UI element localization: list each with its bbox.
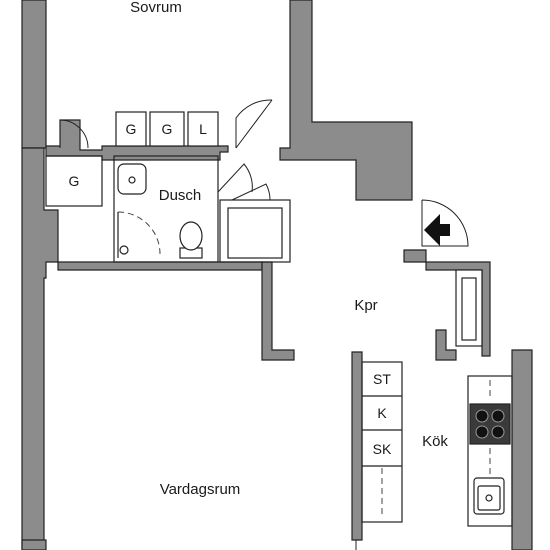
room-label-sovrum: Sovrum xyxy=(130,0,182,16)
burner-4-icon xyxy=(491,425,505,439)
door-arc-bath xyxy=(217,163,253,193)
kitchen-drain-icon xyxy=(485,494,493,502)
wall-corridor-right xyxy=(403,249,491,357)
coat-rack xyxy=(455,269,483,347)
door-arc-closet xyxy=(231,183,271,201)
kitchen-basin-icon xyxy=(477,485,501,511)
wall-bath-bottom xyxy=(57,261,263,271)
closet-label-2: G xyxy=(162,121,173,137)
kitchen-unit-label-3: SK xyxy=(373,441,392,457)
burner-2-icon xyxy=(491,409,505,423)
entrance-arrow-icon xyxy=(424,214,450,246)
shower-curtain xyxy=(117,211,161,255)
wall-bottom-left xyxy=(21,539,47,550)
kitchen-counter-left xyxy=(361,361,403,523)
cabinet-box-2 xyxy=(149,111,185,147)
wall-left-upper xyxy=(21,0,47,149)
burner-1-icon xyxy=(475,409,489,423)
wall-kitchen-stub xyxy=(351,351,363,541)
room-label-kpr: Kpr xyxy=(354,297,377,314)
door-arc-entrance xyxy=(421,199,469,247)
closet-label-1: G xyxy=(126,121,137,137)
hall-closet-outline xyxy=(45,155,103,207)
kitchen-sink-icon xyxy=(473,477,505,515)
shower-drain-icon xyxy=(119,245,129,255)
fixtures xyxy=(115,111,511,518)
room-label-kok: Kök xyxy=(422,433,448,450)
closet-label-hall: G xyxy=(69,173,80,189)
bath-drain-icon xyxy=(128,176,136,184)
wall-left-lower xyxy=(21,147,59,550)
closet-box xyxy=(219,199,291,263)
room-label-dusch: Dusch xyxy=(159,187,202,204)
coat-rack-inner xyxy=(461,277,477,341)
wall-bedroom-right xyxy=(279,0,413,201)
kitchen-counter-right xyxy=(467,375,513,527)
burner-3-icon xyxy=(475,425,489,439)
wall-hall-divider xyxy=(261,261,295,361)
door-leaf-bedroom xyxy=(235,99,273,149)
bathroom-outline xyxy=(113,155,219,263)
door-arc-bedroom xyxy=(235,99,273,148)
cabinet-box-1 xyxy=(115,111,147,147)
partitions xyxy=(45,155,513,527)
closet-label-3: L xyxy=(199,121,207,137)
toilet-bowl-icon xyxy=(179,221,203,251)
stove-icon xyxy=(469,403,511,445)
doors xyxy=(59,99,469,550)
cabinet-box-3 xyxy=(187,111,219,147)
kitchen-unit-label-2: K xyxy=(377,405,387,421)
kitchen-unit-label-1: ST xyxy=(373,371,391,387)
bath-sink-icon xyxy=(117,163,147,195)
closet-inner xyxy=(227,207,283,259)
room-label-vardagsrum: Vardagsrum xyxy=(160,481,241,498)
wall-kitchen-right xyxy=(511,349,533,550)
door-arc-hall-closet xyxy=(59,119,89,149)
wall-kitchen-left xyxy=(435,329,457,361)
